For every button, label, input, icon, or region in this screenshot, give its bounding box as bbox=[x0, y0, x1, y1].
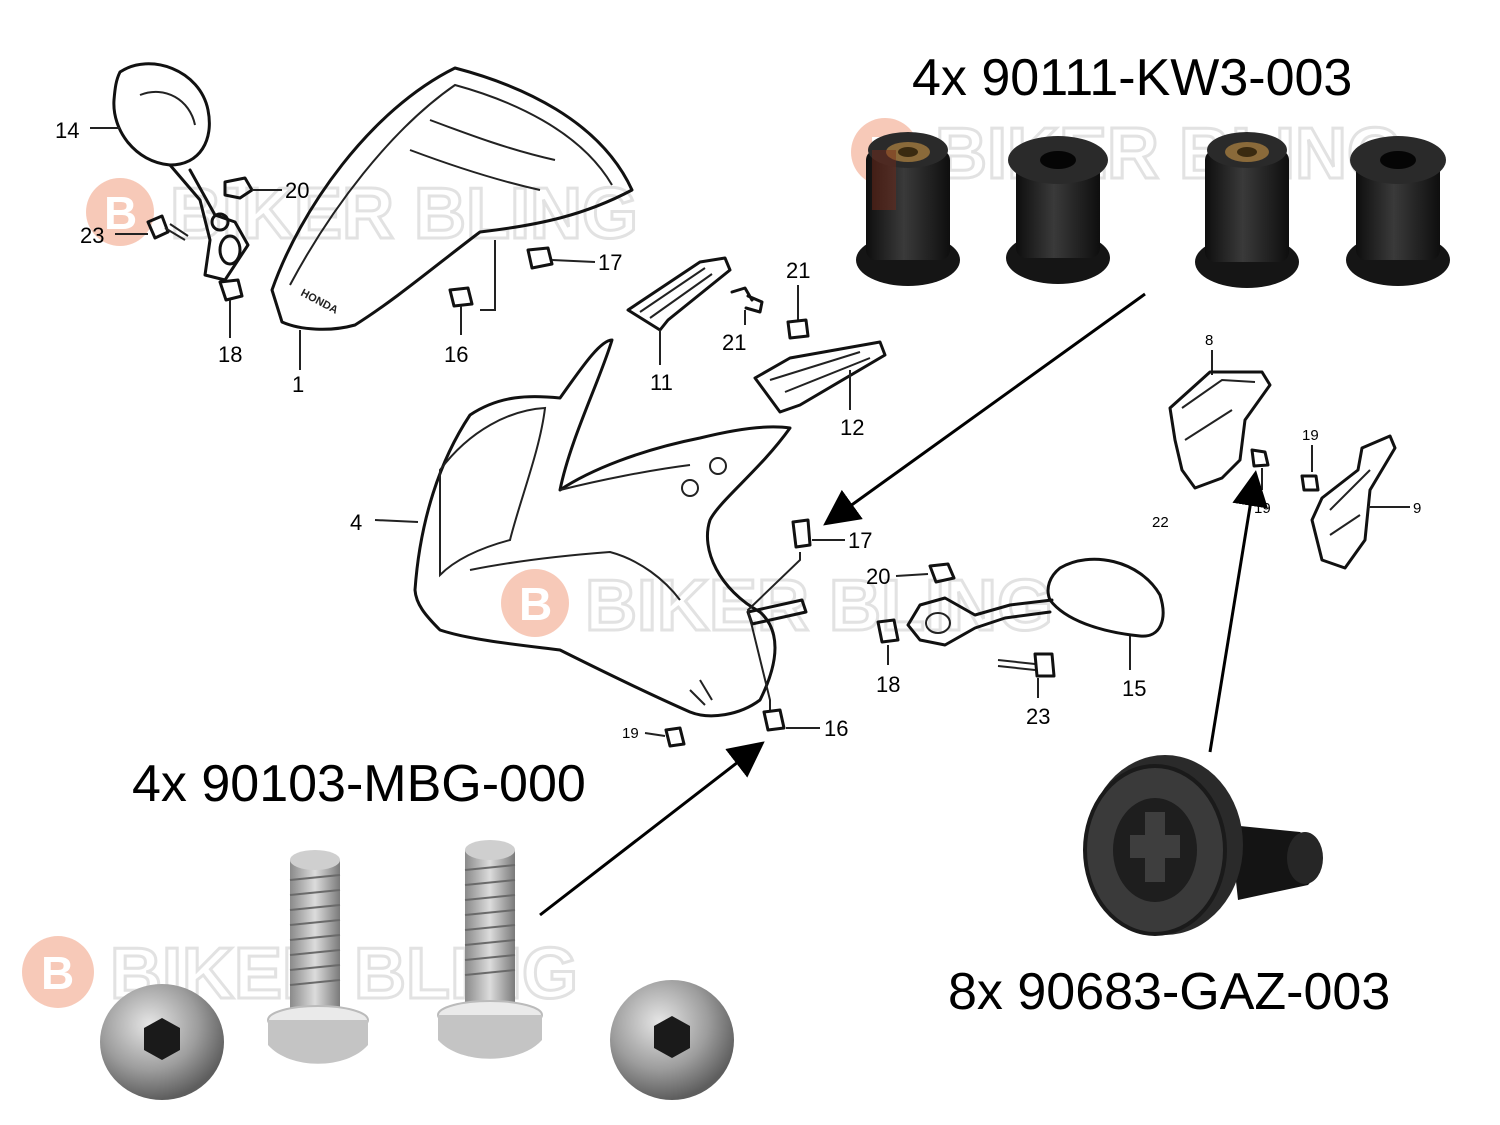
callout-11: 11 bbox=[650, 370, 673, 395]
callout-4: 4 bbox=[350, 510, 362, 535]
callout-9: 9 bbox=[1413, 500, 1421, 517]
screw-19-diagram bbox=[664, 726, 686, 748]
well-nut-photo-4 bbox=[1346, 136, 1450, 286]
bracket-12 bbox=[753, 340, 887, 414]
mirror-right bbox=[906, 557, 1165, 647]
bolt-photo-head-1 bbox=[100, 984, 224, 1100]
callout-8: 8 bbox=[1205, 332, 1213, 349]
caption-well-nuts: 4x 90111-KW3-003 bbox=[912, 49, 1353, 107]
callout-17b: 17 bbox=[848, 528, 872, 553]
inner-panel-8 bbox=[1168, 370, 1272, 490]
callout-18b: 18 bbox=[876, 672, 900, 697]
watermark-text: BIKER BLING bbox=[935, 114, 1403, 194]
callout-14: 14 bbox=[55, 118, 79, 143]
callout-12: 12 bbox=[840, 415, 864, 440]
screw-19-panel bbox=[1250, 448, 1270, 468]
nut-18-top bbox=[218, 278, 244, 302]
callout-15: 15 bbox=[1122, 676, 1146, 701]
screw-21-b bbox=[786, 318, 810, 340]
push-clip-photo bbox=[1083, 755, 1323, 936]
callout-19c: 19 bbox=[1302, 427, 1319, 444]
watermark-text: BIKER BLING bbox=[170, 174, 638, 254]
well-nut-17-diagram bbox=[791, 518, 812, 549]
front-cowl bbox=[413, 338, 808, 718]
arrow-well-nut bbox=[823, 292, 1146, 526]
well-nut-photo-2 bbox=[1006, 136, 1110, 284]
bolt-photo-shaft-2 bbox=[437, 840, 543, 1059]
callout-23a: 23 bbox=[80, 223, 104, 248]
watermark-letter: B bbox=[104, 187, 137, 239]
callout-21a: 21 bbox=[722, 330, 746, 355]
watermark-text: BIKER BLING bbox=[585, 566, 1053, 646]
windscreen-print: HONDA bbox=[299, 287, 340, 317]
well-nut-photo-1 bbox=[856, 132, 960, 286]
well-nut-photo-3 bbox=[1195, 132, 1299, 288]
callout-19b: 19 bbox=[1254, 500, 1271, 517]
screw-21-a bbox=[730, 286, 764, 314]
nut-18-right bbox=[876, 618, 900, 644]
nut-20-top bbox=[223, 176, 254, 200]
callout-19a: 19 bbox=[622, 725, 639, 742]
callout-22: 22 bbox=[1152, 514, 1169, 531]
screw-17-top bbox=[526, 246, 554, 270]
callout-16a: 16 bbox=[444, 342, 468, 367]
arrow-clip bbox=[1208, 470, 1268, 753]
bolt-photo-head-2 bbox=[610, 980, 734, 1100]
bolt-photo-shaft-1 bbox=[267, 850, 369, 1064]
callout-17a: 17 bbox=[598, 250, 622, 275]
screw-23-right bbox=[997, 652, 1056, 678]
watermark-letter: B bbox=[519, 578, 552, 630]
bolt-16-diagram bbox=[762, 708, 786, 732]
caption-clips: 8x 90683-GAZ-003 bbox=[948, 963, 1391, 1021]
screw-16-top bbox=[448, 286, 474, 308]
caption-bolts: 4x 90103-MBG-000 bbox=[132, 755, 586, 813]
callout-23b: 23 bbox=[1026, 704, 1050, 729]
callout-20b: 20 bbox=[866, 564, 890, 589]
callout-1: 1 bbox=[292, 372, 304, 397]
arrow-bolt bbox=[539, 741, 765, 917]
nut-20-right bbox=[928, 562, 956, 584]
inner-panel-9 bbox=[1310, 434, 1397, 570]
callout-20a: 20 bbox=[285, 178, 309, 203]
bracket-11 bbox=[626, 256, 732, 332]
watermark-top-left: B BIKER BLING bbox=[86, 173, 640, 256]
watermark-letter: B bbox=[41, 947, 74, 999]
watermark-middle: B BIKER BLING bbox=[501, 565, 1055, 648]
screw-23-top bbox=[146, 214, 189, 241]
callout-21b: 21 bbox=[786, 258, 810, 283]
callout-18a: 18 bbox=[218, 342, 242, 367]
callout-16b: 16 bbox=[824, 716, 848, 741]
windscreen: HONDA bbox=[270, 66, 634, 331]
screw-19-panel-b bbox=[1300, 474, 1320, 492]
